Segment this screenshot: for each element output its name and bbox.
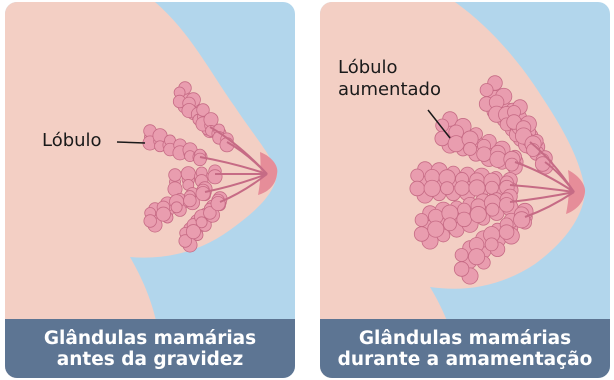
alveolus <box>457 212 472 227</box>
alveolus <box>485 238 498 251</box>
enlarged-lobule-label-line-2: aumentado <box>338 79 441 101</box>
caption-during-breastfeeding: Glândulas mamárias durante a amamentação <box>320 319 610 378</box>
alveolus <box>196 217 207 228</box>
alveolus <box>455 181 470 196</box>
enlarged-lobule-label: Lóbulo aumentado <box>338 57 441 101</box>
alveolus <box>169 169 182 182</box>
alveolus <box>505 158 518 171</box>
alveolus <box>181 167 195 181</box>
alveolus <box>208 170 222 184</box>
alveolus <box>499 198 514 213</box>
alveolus <box>424 180 440 196</box>
alveolus <box>469 249 485 265</box>
alveolus <box>171 202 182 213</box>
alveolus <box>415 214 428 227</box>
alveolus <box>464 142 477 155</box>
panel-during-breastfeeding: Lóbulo aumentado Glândulas mamárias dura… <box>320 2 610 378</box>
caption-line-1: Glândulas mamárias <box>44 328 256 349</box>
alveolus <box>443 218 456 231</box>
caption-line-2: durante a amamentação <box>338 349 593 370</box>
alveolus <box>477 147 492 162</box>
alveolus <box>480 84 493 97</box>
alveolus <box>211 197 225 211</box>
alveolus <box>499 225 514 240</box>
alveolus <box>441 182 454 195</box>
alveolus <box>436 119 449 132</box>
lobule-pointer <box>117 142 145 143</box>
alveolus <box>428 221 444 237</box>
alveolus <box>454 262 469 277</box>
lobule-label: Lóbulo <box>42 130 102 152</box>
caption-line-1: Glândulas mamárias <box>359 328 571 349</box>
caption-before-pregnancy: Glândulas mamárias antes da gravidez <box>5 319 295 378</box>
alveolus <box>410 181 425 196</box>
panel-before-pregnancy: Lóbulo Glândulas mamárias antes da gravi… <box>5 2 295 378</box>
alveolus <box>411 169 424 182</box>
alveolus <box>455 249 468 262</box>
lobule-label-line: Lóbulo <box>42 130 102 152</box>
alveolus <box>194 153 207 166</box>
alveolus <box>470 206 486 222</box>
alveolus <box>196 187 210 201</box>
alveolus <box>184 194 197 207</box>
caption-line-2: antes da gravidez <box>57 349 243 370</box>
alveolus <box>144 215 157 228</box>
alveolus <box>156 207 170 221</box>
alveolus <box>486 203 499 216</box>
alveolus <box>514 212 530 228</box>
enlarged-lobule-label-line-1: Lóbulo <box>338 57 441 79</box>
alveolus <box>414 227 429 242</box>
